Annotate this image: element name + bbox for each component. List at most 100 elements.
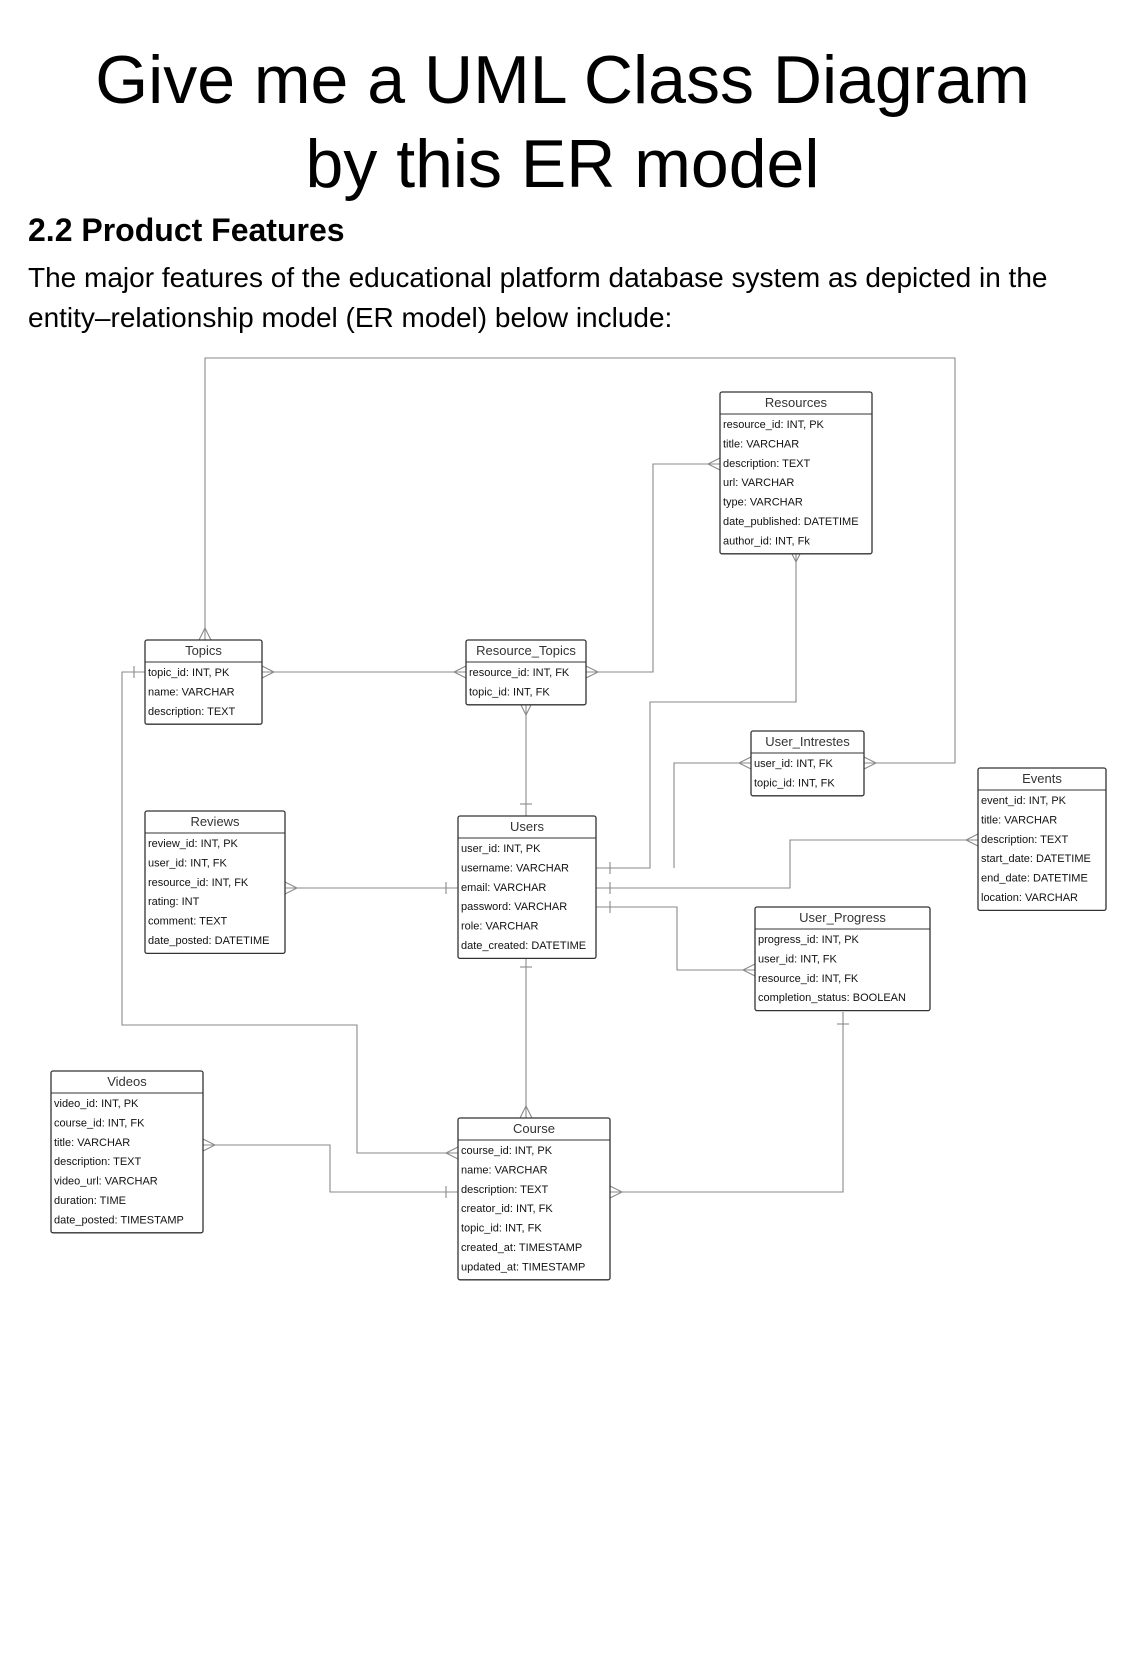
entity-attribute: review_id: INT, PK <box>148 838 239 850</box>
entity-attribute: user_id: INT, FK <box>148 857 228 869</box>
entity-name: User_Progress <box>799 910 886 925</box>
entity-box <box>457 815 597 960</box>
mark-crowfoot-reviews-right <box>284 881 299 895</box>
entity-name: Resources <box>765 395 828 410</box>
entity-attribute: course_id: INT, PK <box>461 1145 553 1157</box>
entity-attribute: creator_id: INT, FK <box>461 1203 553 1215</box>
entity-users: Users user_id: INT, PK username: VARCHAR em… <box>457 815 597 960</box>
entity-attribute: role: VARCHAR <box>461 921 538 933</box>
entity-attribute: password: VARCHAR <box>461 901 567 913</box>
entity-attribute: course_id: INT, FK <box>54 1117 145 1129</box>
entity-attribute: video_id: INT, PK <box>54 1098 139 1110</box>
entity-attribute: username: VARCHAR <box>461 862 569 874</box>
entity-box <box>750 730 865 797</box>
entity-attribute: date_posted: TIMESTAMP <box>54 1214 184 1226</box>
entity-name: User_Intrestes <box>765 734 850 749</box>
entity-topics: Topics topic_id: INT, PK name: VARCHAR desc… <box>144 639 263 725</box>
entity-attribute: completion_status: BOOLEAN <box>758 992 906 1004</box>
mark-crowfoot-user-intrestes-right <box>863 756 878 770</box>
entity-attribute: url: VARCHAR <box>723 477 794 489</box>
entity-attribute: description: TEXT <box>461 1184 549 1196</box>
entity-attribute: description: TEXT <box>148 706 236 718</box>
entity-attribute: topic_id: INT, FK <box>469 686 550 698</box>
headline-line-2: by this ER model <box>305 126 820 202</box>
cardinality-marks <box>133 457 979 1199</box>
headline: Give me a UML Class Diagram by this ER m… <box>0 38 1125 206</box>
entity-attribute: description: TEXT <box>54 1156 142 1168</box>
entity-attribute: resource_id: INT, FK <box>148 877 249 889</box>
entity-attribute: location: VARCHAR <box>981 892 1078 904</box>
entity-box <box>50 1070 204 1234</box>
entity-attribute: date_created: DATETIME <box>461 940 586 952</box>
entity-box <box>465 639 587 706</box>
entity-attribute: title: VARCHAR <box>54 1137 130 1149</box>
mark-crowfoot-course-top <box>519 1104 533 1119</box>
mark-crowfoot-resources-left <box>706 457 721 471</box>
entity-attribute: name: VARCHAR <box>148 686 235 698</box>
entity-attribute: resource_id: INT, FK <box>469 667 570 679</box>
mark-crowfoot-user-progress-left <box>741 963 756 977</box>
entity-resource-topics: Resource_Topics resource_id: INT, FK topic… <box>465 639 587 706</box>
entity-name: Events <box>1022 771 1062 786</box>
rel-topics-user-intrestes <box>204 357 956 764</box>
entity-attribute: description: TEXT <box>723 458 811 470</box>
entity-box <box>457 1117 611 1281</box>
entity-user-progress: User_Progress progress_id: INT, PK user_id… <box>754 906 931 1012</box>
rel-users-user-progress <box>596 906 755 971</box>
rel-topics-course <box>121 671 458 1154</box>
entity-name: Resource_Topics <box>476 643 576 658</box>
entity-videos: Videos video_id: INT, PK course_id: INT, F… <box>50 1070 204 1234</box>
relationship-lines <box>121 357 978 1193</box>
entity-box <box>719 391 873 555</box>
entity-attribute: user_id: INT, FK <box>754 758 834 770</box>
entity-attribute: email: VARCHAR <box>461 882 546 894</box>
section-title: 2.2 Product Features <box>28 212 345 248</box>
entity-attribute: progress_id: INT, PK <box>758 934 860 946</box>
entity-attribute: created_at: TIMESTAMP <box>461 1242 582 1254</box>
rel-events-users <box>596 839 978 889</box>
entity-attribute: comment: TEXT <box>148 916 228 928</box>
entity-attribute: topic_id: INT, PK <box>148 667 230 679</box>
entity-attribute: date_posted: DATETIME <box>148 935 269 947</box>
entity-attribute: date_published: DATETIME <box>723 516 859 528</box>
entity-name: Topics <box>185 643 222 658</box>
rel-resources-users <box>596 550 797 869</box>
entity-attribute: title: VARCHAR <box>981 814 1057 826</box>
entity-name: Users <box>510 819 544 834</box>
mark-crowfoot-events-left <box>964 833 979 847</box>
rel-resource-topics-resources <box>586 463 720 673</box>
entity-reviews: Reviews review_id: INT, PK user_id: INT, F… <box>144 810 286 955</box>
mark-crowfoot-resource-topics-left <box>452 665 467 679</box>
entity-user-intrestes: User_Intrestes user_id: INT, FK topic_id: … <box>750 730 865 797</box>
rel-user-progress-course <box>610 1012 844 1193</box>
entity-attribute: author_id: INT, Fk <box>723 535 810 547</box>
entity-attribute: user_id: INT, PK <box>461 843 541 855</box>
mark-crowfoot-topics-top <box>198 626 212 641</box>
entity-name: Reviews <box>190 814 240 829</box>
mark-crowfoot-resource-topics-right <box>585 665 600 679</box>
entity-name: Course <box>513 1121 555 1136</box>
mark-crowfoot-topics-right <box>261 665 276 679</box>
entity-attribute: updated_at: TIMESTAMP <box>461 1261 585 1273</box>
entity-attribute: topic_id: INT, FK <box>754 777 835 789</box>
entity-attribute: title: VARCHAR <box>723 438 799 450</box>
entity-name: Videos <box>107 1074 147 1089</box>
mark-crowfoot-course-left-topic <box>444 1146 459 1160</box>
mark-crowfoot-resource-topics-bottom <box>519 702 533 717</box>
entity-attribute: rating: INT <box>148 896 200 908</box>
entity-attribute: description: TEXT <box>981 834 1069 846</box>
entity-box <box>144 639 263 725</box>
entity-box <box>977 767 1107 912</box>
entity-attribute: duration: TIME <box>54 1195 126 1207</box>
entity-attribute: type: VARCHAR <box>723 497 803 509</box>
entity-attribute: video_url: VARCHAR <box>54 1176 158 1188</box>
entity-attribute: event_id: INT, PK <box>981 795 1067 807</box>
headline-line-1: Give me a UML Class Diagram <box>95 42 1030 118</box>
entity-attribute: resource_id: INT, FK <box>758 973 859 985</box>
entity-attribute: user_id: INT, FK <box>758 953 838 965</box>
entity-course: Course course_id: INT, PK name: VARCHAR des… <box>457 1117 611 1281</box>
entity-attribute: name: VARCHAR <box>461 1164 548 1176</box>
